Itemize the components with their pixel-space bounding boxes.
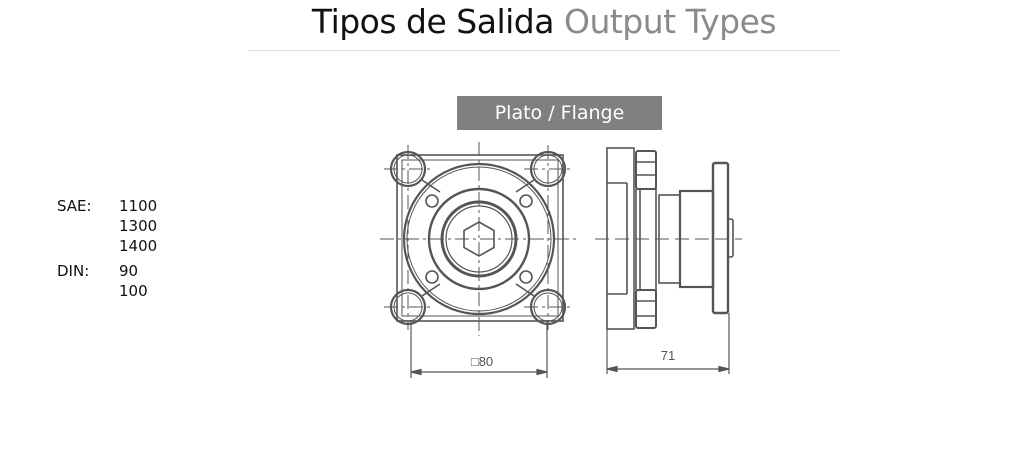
front-dimension-label: □80	[471, 354, 493, 369]
spec-value: 90	[119, 262, 139, 280]
side-dimension	[606, 313, 730, 374]
corner-bolt-holes	[389, 150, 567, 326]
side-dimension-label: 71	[661, 348, 675, 363]
spec-list: SAE: 1100 1300 1400 DIN: 90 100	[57, 196, 157, 301]
page-title: Tipos de Salida Output Types	[0, 2, 1024, 41]
output-type-badge: Plato / Flange	[457, 96, 662, 130]
spec-label: SAE:	[57, 197, 92, 215]
title-spanish: Tipos de Salida	[311, 2, 555, 41]
spec-group-sae: SAE: 1100 1300 1400	[57, 196, 157, 256]
spec-value: 1300	[119, 217, 158, 235]
spec-value: 100	[119, 282, 148, 300]
spec-label: DIN:	[57, 262, 90, 280]
side-view	[595, 147, 742, 374]
spec-value: 1400	[119, 237, 158, 255]
spec-group-din: DIN: 90 100	[57, 261, 157, 301]
title-english: Output Types	[563, 2, 777, 41]
front-view	[380, 142, 578, 378]
front-dimension	[410, 320, 548, 378]
title-divider	[248, 50, 840, 51]
spec-value: 1100	[119, 197, 158, 215]
